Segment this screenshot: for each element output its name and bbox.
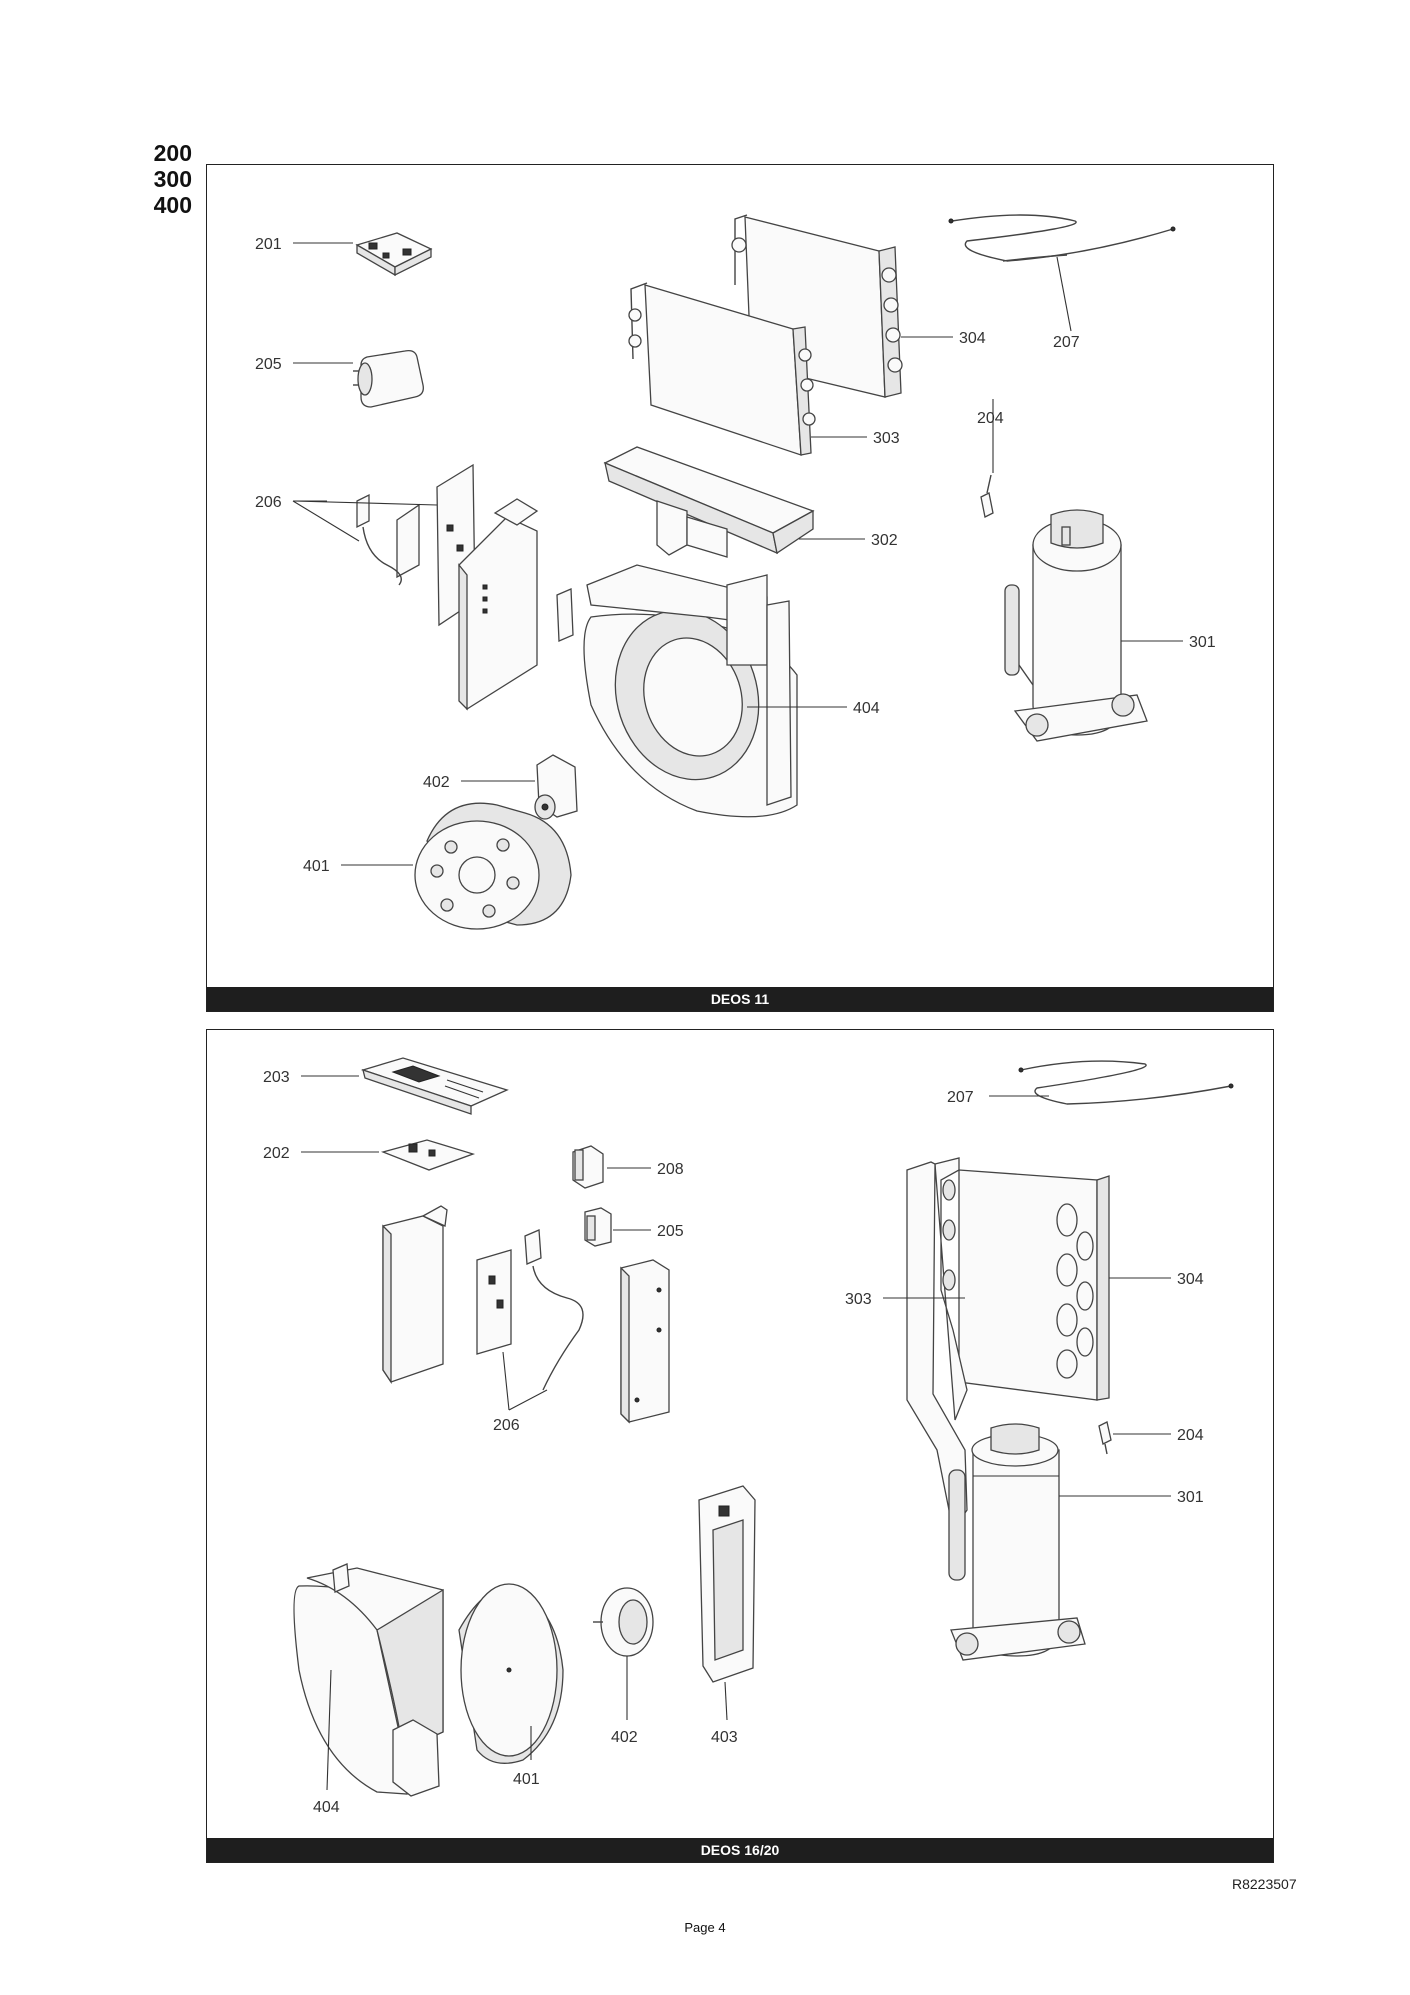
label-301: 301 bbox=[1189, 634, 1216, 651]
label-401-2: 401 bbox=[513, 1771, 540, 1788]
label-401: 401 bbox=[303, 858, 330, 875]
label-205-2: 205 bbox=[657, 1223, 684, 1240]
label-304-2: 304 bbox=[1177, 1271, 1204, 1288]
label-202: 202 bbox=[263, 1145, 290, 1162]
label-404-2: 404 bbox=[313, 1799, 340, 1816]
label-207: 207 bbox=[1053, 334, 1080, 351]
part-208-relay bbox=[572, 1145, 604, 1189]
section-codes: 200 300 400 bbox=[140, 140, 192, 218]
part-206-thermostat bbox=[356, 463, 476, 627]
exploded-view-deos-16-20: 203 202 208 205 bbox=[263, 1057, 1234, 1816]
label-204-2: 204 bbox=[1177, 1427, 1204, 1444]
diagram-panel-deos-16-20: 203 202 208 205 bbox=[206, 1029, 1274, 1863]
section-code-300: 300 bbox=[153, 166, 192, 192]
label-206-2: 206 bbox=[493, 1417, 520, 1434]
part-207-wire bbox=[948, 214, 1176, 262]
section-code-400: 400 bbox=[153, 192, 192, 218]
label-402-2: 402 bbox=[611, 1729, 638, 1746]
part-301-compressor bbox=[1004, 509, 1148, 742]
part-404-fan-housing bbox=[556, 564, 798, 818]
part-205-capacitor bbox=[353, 349, 424, 408]
label-303: 303 bbox=[873, 430, 900, 447]
part-402-fan-motor-2 bbox=[593, 1587, 654, 1657]
label-207-2: 207 bbox=[947, 1089, 974, 1106]
part-401-fan-wheel-2 bbox=[458, 1583, 564, 1764]
label-301-2: 301 bbox=[1177, 1489, 1204, 1506]
label-303-2: 303 bbox=[845, 1291, 872, 1308]
part-401-fan-wheel bbox=[414, 802, 572, 930]
label-203: 203 bbox=[263, 1069, 290, 1086]
diagram-panel-deos-11: 201 205 206 bbox=[206, 164, 1274, 1012]
part-electrical-box bbox=[458, 498, 539, 711]
part-404-fan-housing-2 bbox=[293, 1563, 444, 1797]
label-304: 304 bbox=[959, 330, 986, 347]
part-402-fan-motor bbox=[534, 754, 578, 820]
part-206-thermostat-2 bbox=[476, 1229, 584, 1391]
part-205-capacitor-2 bbox=[584, 1207, 612, 1247]
label-208: 208 bbox=[657, 1161, 684, 1178]
panel-title-deos-11: DEOS 11 bbox=[207, 987, 1273, 1011]
part-side-panel bbox=[620, 1259, 670, 1424]
label-201: 201 bbox=[255, 236, 282, 253]
label-404: 404 bbox=[853, 700, 880, 717]
part-303-evaporator bbox=[628, 282, 816, 456]
document-reference: R8223507 bbox=[1232, 1876, 1297, 1892]
label-204: 204 bbox=[977, 410, 1004, 427]
page-number: Page 4 bbox=[684, 1920, 726, 1935]
label-206: 206 bbox=[255, 494, 282, 511]
exploded-view-deos-11: 201 205 206 bbox=[255, 214, 1216, 930]
part-left-bracket bbox=[382, 1205, 448, 1385]
part-204-sensor bbox=[980, 474, 994, 518]
part-202-circuit-board bbox=[380, 1139, 476, 1171]
part-301-compressor-2 bbox=[948, 1423, 1086, 1661]
part-203-display-board bbox=[360, 1057, 509, 1115]
label-302: 302 bbox=[871, 532, 898, 549]
part-204-sensor-2 bbox=[1098, 1421, 1112, 1455]
label-402: 402 bbox=[423, 774, 450, 791]
part-201-control-board bbox=[355, 232, 433, 277]
part-207-wire-2 bbox=[1018, 1060, 1234, 1105]
label-205: 205 bbox=[255, 356, 282, 373]
section-code-200: 200 bbox=[153, 140, 192, 166]
panel-title-deos-16-20: DEOS 16/20 bbox=[207, 1838, 1273, 1862]
part-403-motor-bracket bbox=[698, 1485, 756, 1683]
part-303-304-coil-assembly bbox=[906, 1157, 1110, 1532]
label-403: 403 bbox=[711, 1729, 738, 1746]
part-302-drip-tray bbox=[603, 446, 815, 558]
